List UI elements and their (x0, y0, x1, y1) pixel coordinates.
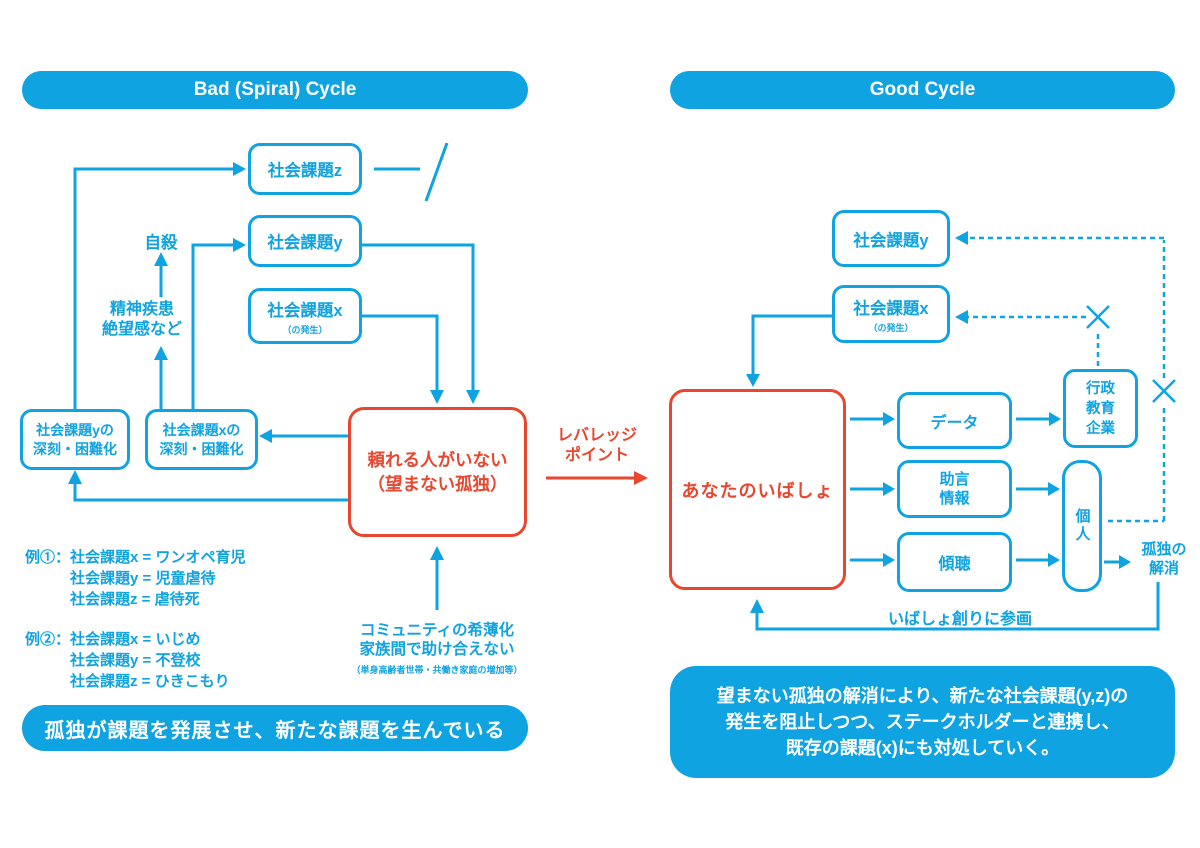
issue-z-box: 社会課題z (248, 143, 362, 195)
blocked-x-icon (1086, 305, 1110, 329)
your-ibasho-box: あなたのいばしょ (669, 389, 846, 590)
community-cause-subtext: （単身高齢者世帯・共働き家庭の増加等） (351, 665, 523, 675)
leverage-arrow (546, 471, 648, 485)
worsen-x-box: 社会課題xの 深刻・困難化 (145, 409, 258, 470)
broken-link-slash-icon (424, 142, 449, 202)
example-1: 例①： 社会課題x = ワンオペ育児 社会課題y = 児童虐待 社会課題z = … (25, 547, 245, 610)
example-1-label: 例①： (25, 549, 71, 566)
issue-x-sublabel: （の発生） (282, 324, 328, 335)
good-issue-y-label: 社会課題y (853, 231, 929, 250)
issue-x-label: 社会課題x (267, 301, 343, 320)
example-line: 社会課題y = 不登校 (70, 652, 201, 669)
leverage-point-label: レバレッジ ポイント (556, 427, 637, 464)
example-line: 社会課題z = ひきこもり (70, 673, 230, 690)
example-line: 社会課題x = いじめ (70, 631, 201, 648)
good-cycle-note: 望まない孤独の解消により、新たな社会課題(y,z)の 発生を阻止しつつ、ステーク… (670, 666, 1175, 778)
unwanted-loneliness-box: 頼れる人がいない （望まない孤独） (348, 407, 527, 537)
issue-y-label: 社会課題y (267, 234, 343, 252)
community-cause-text: コミュニティの希薄化 家族間で助け合えない (359, 622, 515, 658)
example-2-label: 例②： (25, 631, 71, 648)
worsen-y-box: 社会課題yの 深刻・困難化 (20, 409, 130, 470)
good-issue-x-sublabel: （の発生） (868, 322, 914, 333)
good-issue-x-label: 社会課題x (853, 299, 929, 318)
listening-box: 傾聴 (897, 532, 1012, 592)
community-cause-label: コミュニティの希薄化 家族間で助け合えない （単身高齢者世帯・共働き家庭の増加等… (340, 621, 534, 680)
stakeholders-box: 行政 教育 企業 (1063, 369, 1138, 448)
bad-cycle-banner: 孤独が課題を発展させ、新たな課題を生んでいる (22, 705, 528, 751)
good-issue-y-box: 社会課題y (832, 210, 950, 267)
individual-box: 個人 (1062, 460, 1102, 592)
blocked-x-icon (1152, 379, 1176, 403)
data-box: データ (897, 392, 1012, 449)
example-line: 社会課題z = 虐待死 (70, 591, 200, 608)
bad-cycle-arrows (68, 142, 480, 610)
good-issue-x-box: 社会課題x （の発生） (832, 285, 950, 343)
issue-x-box: 社会課題x （の発生） (248, 288, 362, 344)
advice-info-box: 助言 情報 (897, 460, 1012, 518)
individual-label: 個人 (1073, 508, 1091, 544)
example-2: 例②： 社会課題x = いじめ 社会課題y = 不登校 社会課題z = ひきこも… (25, 629, 230, 692)
loneliness-resolved-label: 孤独の 解消 (1141, 541, 1187, 577)
good-cycle-title: Good Cycle (670, 71, 1175, 109)
bad-cycle-title: Bad (Spiral) Cycle (22, 71, 528, 109)
suicide-label: 自殺 (144, 234, 178, 252)
mental-illness-label: 精神疾患 絶望感など (101, 301, 182, 338)
issue-y-box: 社会課題y (248, 215, 362, 267)
issue-z-label: 社会課題z (267, 162, 343, 180)
example-line: 社会課題y = 児童虐待 (70, 570, 216, 587)
example-line: 社会課題x = ワンオペ育児 (70, 549, 246, 566)
participate-label: いばしょ創りに参画 (887, 611, 1032, 628)
